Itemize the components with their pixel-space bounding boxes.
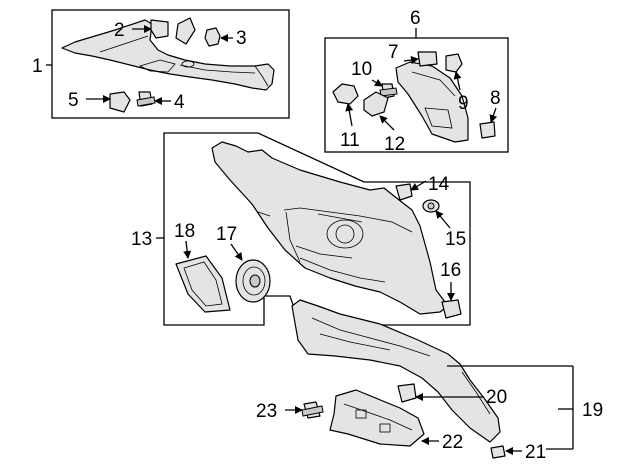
- callout-13: 13: [131, 229, 152, 250]
- part-3-retainer: [204, 27, 221, 47]
- arrow-11: [345, 103, 354, 127]
- callout-22: 22: [442, 432, 463, 453]
- arrow-12: [379, 115, 395, 131]
- arrow-18: [183, 240, 192, 259]
- arrow-7: [403, 56, 419, 64]
- part-16-clip: [441, 299, 462, 319]
- part-5-cover: [109, 91, 131, 113]
- callout-1: 1: [32, 56, 43, 77]
- callout-3: 3: [236, 28, 247, 49]
- arrow-8: [489, 107, 498, 123]
- part-8-clip: [479, 121, 496, 139]
- part-17-speaker: [235, 259, 271, 303]
- part-11-cover: [332, 83, 359, 105]
- part-18-grille-inner: [183, 261, 223, 307]
- callout-9: 9: [458, 93, 469, 114]
- lower-sill-trim: [291, 299, 501, 443]
- arrow-15: [435, 210, 451, 229]
- part-10-bolt: [379, 83, 398, 99]
- callout-4: 4: [174, 92, 185, 113]
- callout-23: 23: [256, 401, 277, 422]
- part-22-bracket: [329, 389, 425, 447]
- callout-19: 19: [582, 400, 603, 421]
- part-7-clip: [417, 51, 438, 67]
- part-14-clip: [395, 183, 413, 201]
- arrow-17: [230, 243, 243, 261]
- lower-quarter-trim-panel: [211, 141, 449, 315]
- callout-11: 11: [340, 130, 360, 151]
- part-9-clip: [445, 53, 463, 73]
- callout-7: 7: [388, 42, 399, 63]
- part-20-clip: [397, 383, 417, 403]
- callout-8: 8: [490, 88, 501, 109]
- callout-10: 10: [351, 59, 372, 80]
- arrow-10: [371, 78, 383, 87]
- callout-6: 6: [410, 8, 421, 29]
- callout-15: 15: [445, 229, 466, 250]
- part-18-speaker-grille: [175, 255, 231, 313]
- callout-21: 21: [525, 442, 546, 463]
- part-23-bolt: [301, 401, 324, 419]
- callout-16: 16: [440, 260, 461, 281]
- callout-5: 5: [68, 90, 79, 111]
- callout-20: 20: [486, 387, 507, 408]
- part-21-nut: [490, 445, 506, 459]
- part-15-pushpin: [422, 199, 440, 213]
- quarter-trim-section: [395, 61, 469, 143]
- part-2-clips: [150, 17, 196, 45]
- part-4-bolt: [136, 91, 156, 107]
- arrow-14: [410, 180, 427, 191]
- arrow-9: [453, 71, 462, 91]
- callout-12: 12: [384, 134, 405, 155]
- callout-18: 18: [174, 221, 195, 242]
- part-12-cap: [363, 91, 389, 117]
- callout-17: 17: [216, 224, 237, 245]
- group-1-frame: [51, 9, 290, 119]
- callout-14: 14: [428, 174, 450, 195]
- callout-2: 2: [114, 20, 125, 41]
